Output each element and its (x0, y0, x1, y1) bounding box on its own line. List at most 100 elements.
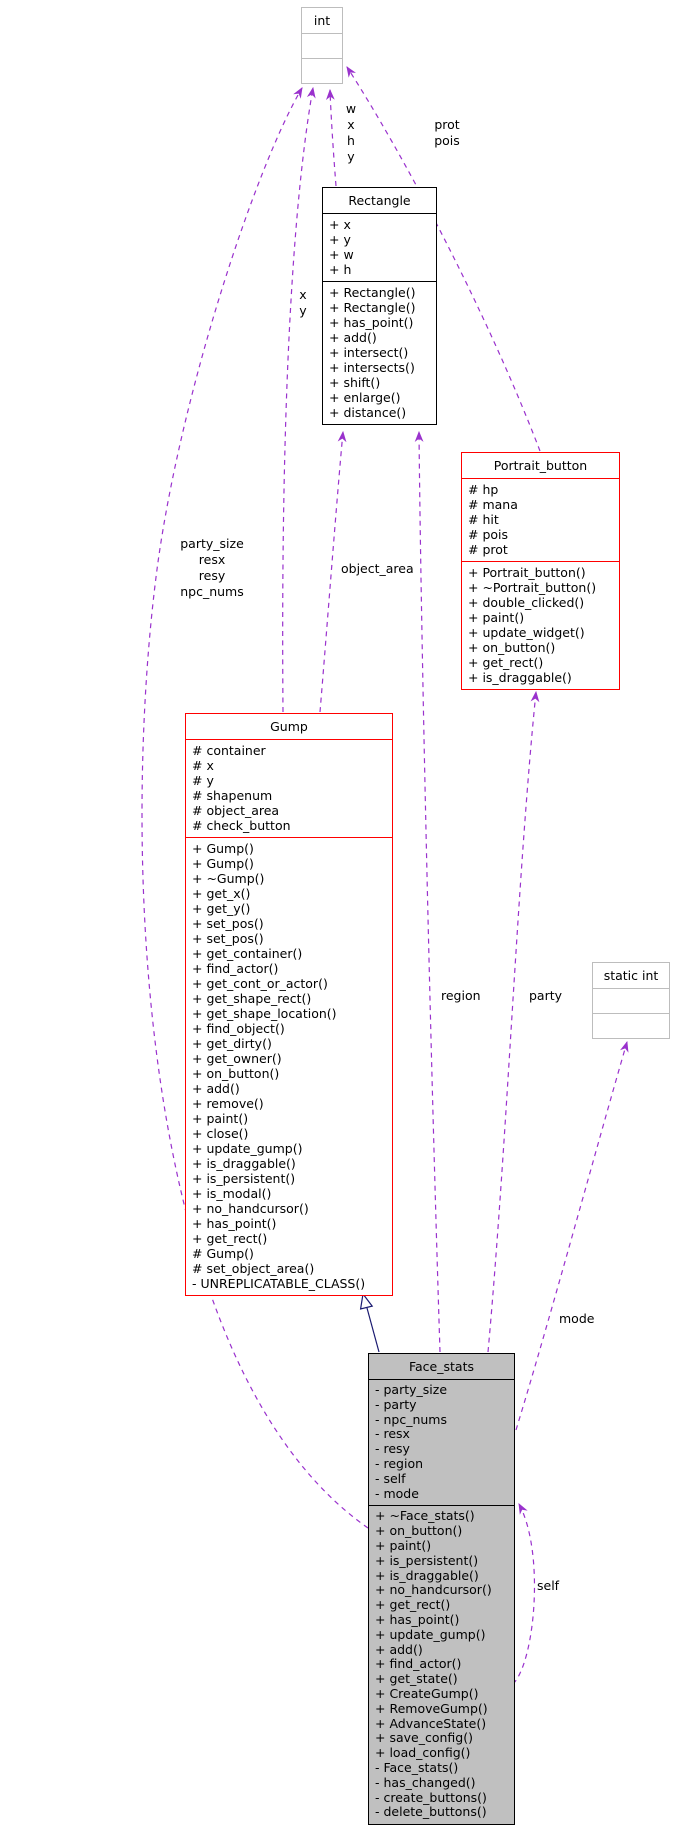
method-row: + get_state() (375, 1671, 458, 1687)
edge-face-stats-self-loop (512, 1503, 536, 1685)
method-row: + shift() (329, 375, 381, 390)
edge-label-line: resx (198, 552, 226, 567)
class-node-rectangle[interactable]: Rectangle + x+ y+ w+ h + Rectangle()+ Re… (322, 187, 437, 425)
class-node-gump[interactable]: Gump # container# x# y# shapenum# object… (185, 713, 393, 1296)
attributes-compartment: + x+ y+ w+ h (323, 213, 436, 281)
method-row: + is_draggable() (192, 1156, 296, 1171)
method-row: + update_gump() (375, 1626, 486, 1642)
method-row: + paint() (192, 1111, 249, 1126)
edge-gump-to-int (282, 86, 316, 713)
method-row: + has_point() (192, 1216, 277, 1231)
attribute-row: # pois (468, 527, 509, 542)
method-row: + paint() (375, 1537, 432, 1553)
method-row: + get_rect() (192, 1231, 268, 1246)
class-node-int: int (301, 7, 343, 84)
method-row: + is_persistent() (375, 1552, 479, 1568)
edge-label-line: npc_nums (180, 584, 244, 599)
method-row: # set_object_area() (192, 1261, 315, 1276)
method-row: + get_shape_location() (192, 1006, 337, 1021)
method-row: - has_changed() (375, 1774, 476, 1790)
methods-compartment (593, 1013, 669, 1038)
attribute-row: # hp (468, 482, 499, 497)
edge-label-line: party_size (180, 536, 244, 551)
method-row: + set_pos() (192, 916, 264, 931)
edge-label-line: x (347, 117, 355, 132)
method-row: + ~Face_stats() (375, 1508, 475, 1524)
class-title: int (313, 13, 331, 28)
methods-compartment (302, 58, 342, 83)
method-row: + AdvanceState() (375, 1715, 487, 1731)
methods-compartment: + Rectangle()+ Rectangle()+ has_point()+… (323, 281, 436, 424)
edge-gump-to-rectangle (319, 430, 347, 713)
attribute-row: # shapenum (192, 788, 273, 803)
method-row: + is_persistent() (192, 1171, 296, 1186)
method-row: + close() (192, 1126, 249, 1141)
method-row: + has_point() (329, 315, 414, 330)
method-row: # Gump() (192, 1246, 254, 1261)
attributes-compartment (593, 988, 669, 1013)
method-row: + get_rect() (375, 1597, 451, 1613)
attribute-row: # x (192, 758, 214, 773)
method-row: + add() (329, 330, 377, 345)
method-row: + has_point() (375, 1611, 460, 1627)
attribute-row: - resx (375, 1426, 410, 1442)
attributes-compartment (302, 33, 342, 58)
attribute-row: + h (329, 262, 352, 277)
edge-label-line: y (347, 149, 355, 164)
methods-compartment: + Portrait_button()+ ~Portrait_button()+… (462, 561, 619, 689)
class-title: Gump (270, 719, 308, 734)
class-title: Rectangle (348, 193, 411, 208)
attribute-row: # hit (468, 512, 499, 527)
method-row: + CreateGump() (375, 1685, 479, 1701)
methods-compartment: + Gump()+ Gump()+ ~Gump()+ get_x()+ get_… (186, 837, 392, 1295)
method-row: + add() (192, 1081, 240, 1096)
method-row: + get_y() (192, 901, 251, 916)
method-row: + add() (375, 1641, 423, 1657)
edge-label-line: x (299, 287, 307, 302)
method-row: + get_dirty() (192, 1036, 272, 1051)
method-row: + Gump() (192, 841, 254, 856)
edge-face-stats-to-int (141, 87, 369, 1529)
method-row: + double_clicked() (468, 595, 585, 610)
method-row: + no_handcursor() (192, 1201, 309, 1216)
method-row: + get_rect() (468, 655, 544, 670)
method-row: + no_handcursor() (375, 1582, 492, 1598)
edge-face-stats-to-static-int (515, 1040, 629, 1431)
class-node-portrait-button[interactable]: Portrait_button # hp# mana# hit# pois# p… (461, 452, 620, 690)
method-row: + Rectangle() (329, 300, 416, 315)
method-row: + Rectangle() (329, 285, 416, 300)
method-row: + set_pos() (192, 931, 264, 946)
attribute-row: - party (375, 1396, 417, 1412)
method-row: + RemoveGump() (375, 1700, 488, 1716)
attribute-row: - resy (375, 1441, 410, 1457)
method-row: + get_container() (192, 946, 303, 961)
edge-label-line: prot (434, 117, 460, 132)
edge-label-face-stats-self: self (537, 1578, 560, 1593)
methods-compartment: + ~Face_stats()+ on_button()+ paint()+ i… (369, 1505, 514, 1824)
method-row: + Portrait_button() (468, 565, 586, 580)
method-row: + ~Gump() (192, 871, 265, 886)
method-row: + enlarge() (329, 390, 401, 405)
class-title: Face_stats (408, 1359, 474, 1374)
method-row: + on_button() (468, 640, 556, 655)
attribute-row: + x (329, 217, 351, 232)
edge-label-face-stats-to-portrait-button: party (529, 988, 563, 1003)
attribute-row: # check_button (192, 818, 291, 833)
edge-label-face-stats-to-rectangle: region (441, 988, 481, 1003)
attribute-row: - region (375, 1455, 424, 1471)
method-row: + Gump() (192, 856, 254, 871)
edge-label-line: y (299, 303, 307, 318)
method-row: + update_gump() (192, 1141, 303, 1156)
edge-label-gump-to-rectangle: object_area (341, 561, 414, 576)
method-row: + find_actor() (192, 961, 279, 976)
method-row: + intersect() (329, 345, 409, 360)
method-row: + find_object() (192, 1021, 285, 1036)
edge-rectangle-to-int (325, 88, 337, 187)
edge-label-face-stats-to-static-int: mode (559, 1311, 595, 1326)
attribute-row: - mode (375, 1485, 419, 1501)
attribute-row: # container (192, 743, 266, 758)
